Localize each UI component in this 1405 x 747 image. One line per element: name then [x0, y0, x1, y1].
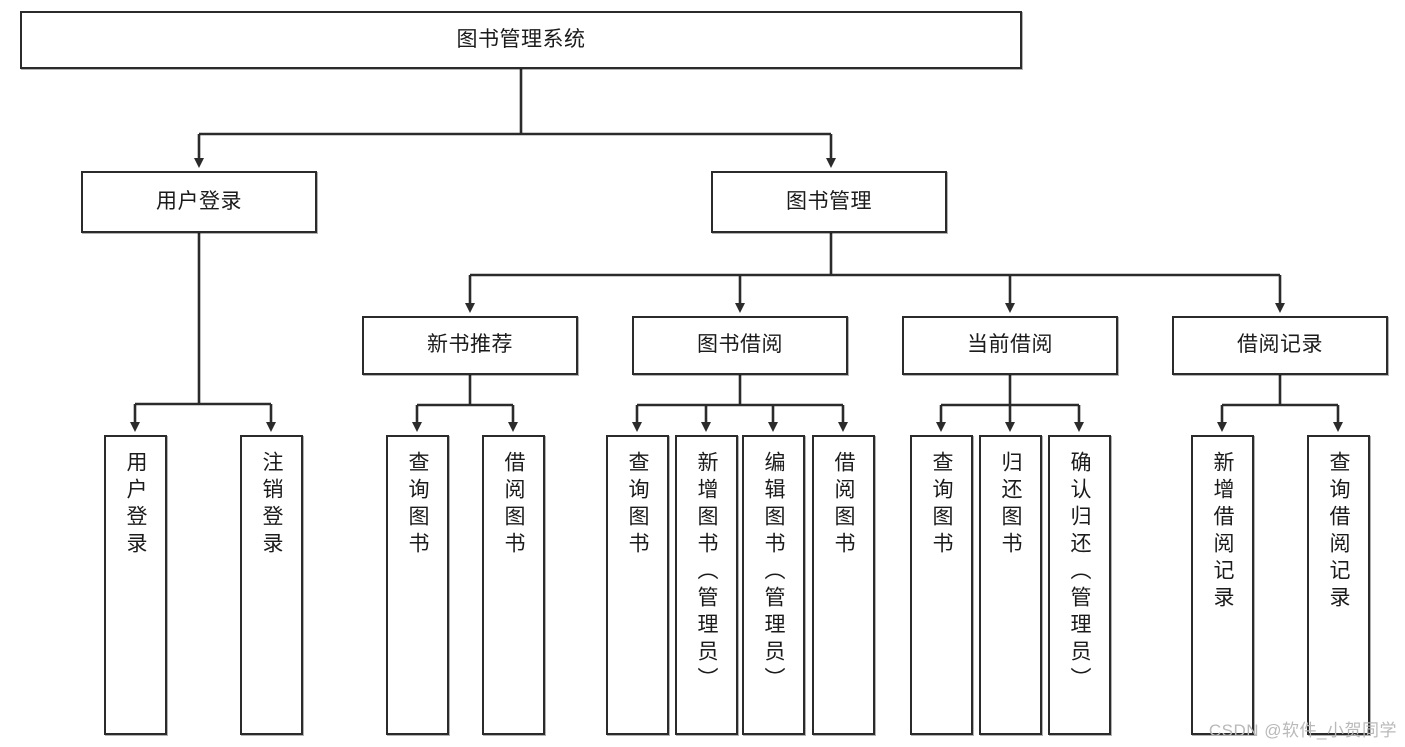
node-label: 图书借阅	[697, 333, 783, 357]
node-label: 查询图书	[406, 451, 429, 559]
node-label: 新书推荐	[427, 333, 513, 357]
leaf-book-borrow-edit-book-admin[interactable]: 编辑图书（管理员）	[742, 435, 805, 735]
leaf-current-borrow-query-book[interactable]: 查询图书	[910, 435, 973, 735]
leaf-new-book-borrow-book[interactable]: 借阅图书	[482, 435, 545, 735]
node-new-book-recommend[interactable]: 新书推荐	[362, 316, 578, 375]
leaf-user-login-logout[interactable]: 注销登录	[240, 435, 303, 735]
node-book-management[interactable]: 图书管理	[711, 171, 947, 233]
leaf-borrow-records-query-record[interactable]: 查询借阅记录	[1307, 435, 1370, 735]
node-label: 归还图书	[999, 451, 1022, 559]
node-current-borrow[interactable]: 当前借阅	[902, 316, 1118, 375]
node-label: 用户登录	[156, 189, 242, 213]
node-label: 编辑图书（管理员）	[762, 451, 785, 694]
leaf-user-login-login[interactable]: 用户登录	[104, 435, 167, 735]
node-label: 图书管理系统	[456, 27, 586, 51]
leaf-borrow-records-add-record[interactable]: 新增借阅记录	[1191, 435, 1254, 735]
node-label: 查询图书	[626, 451, 649, 559]
node-label: 新增图书（管理员）	[695, 451, 718, 694]
node-label: 查询图书	[930, 451, 953, 559]
node-root-book-management-system[interactable]: 图书管理系统	[20, 11, 1022, 69]
node-label: 借阅图书	[832, 451, 855, 559]
node-user-login[interactable]: 用户登录	[81, 171, 317, 233]
node-label: 确认归还（管理员）	[1068, 451, 1091, 694]
node-borrow-records[interactable]: 借阅记录	[1172, 316, 1388, 375]
node-book-borrow[interactable]: 图书借阅	[632, 316, 848, 375]
node-label: 用户登录	[124, 451, 147, 559]
node-label: 当前借阅	[967, 333, 1053, 357]
node-label: 新增借阅记录	[1211, 451, 1234, 613]
leaf-book-borrow-borrow-book[interactable]: 借阅图书	[812, 435, 875, 735]
node-label: 图书管理	[786, 189, 872, 213]
node-label: 查询借阅记录	[1327, 451, 1350, 613]
leaf-current-borrow-return-book[interactable]: 归还图书	[979, 435, 1042, 735]
leaf-book-borrow-query-book[interactable]: 查询图书	[606, 435, 669, 735]
leaf-new-book-query-book[interactable]: 查询图书	[386, 435, 449, 735]
node-label: 注销登录	[260, 451, 283, 559]
node-label: 借阅图书	[502, 451, 525, 559]
node-label: 借阅记录	[1237, 333, 1323, 357]
leaf-current-borrow-confirm-return-admin[interactable]: 确认归还（管理员）	[1048, 435, 1111, 735]
leaf-book-borrow-add-book-admin[interactable]: 新增图书（管理员）	[675, 435, 738, 735]
